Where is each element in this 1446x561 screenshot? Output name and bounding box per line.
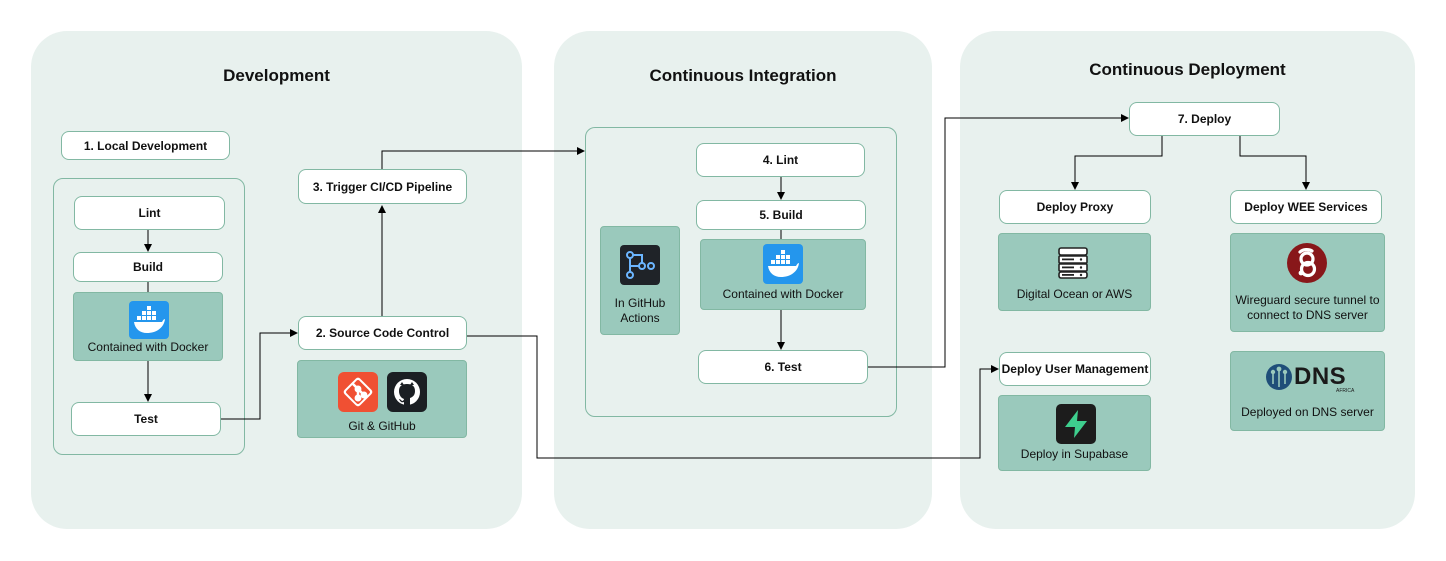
ci-build-box: 5. Build <box>696 200 866 230</box>
wireguard-caption-line1: Wireguard secure tunnel to <box>1235 293 1380 307</box>
arrow-deploy-to-wee-services <box>1239 136 1310 190</box>
dev-lint-box: Lint <box>74 196 225 230</box>
supabase-tile: Deploy in Supabase <box>998 395 1151 471</box>
trigger-pipeline-box: 3. Trigger CI/CD Pipeline <box>298 169 467 204</box>
continuous-deployment-title: Continuous Deployment <box>1089 60 1286 79</box>
ci-docker-caption: Contained with Docker <box>722 287 844 301</box>
deploy-box: 7. Deploy <box>1129 102 1280 136</box>
dev-build-box: Build <box>73 252 223 282</box>
dns-logo-subtext: AFRICA <box>1336 388 1355 394</box>
arrow-test-to-source-control <box>221 329 298 420</box>
arrow-source-control-to-user-management <box>467 335 999 459</box>
dns-logo-text: DNS <box>1294 363 1347 390</box>
ci-lint-box: 4. Lint <box>696 143 865 177</box>
deploy-proxy-box: Deploy Proxy <box>999 190 1151 224</box>
dev-docker-caption: Contained with Docker <box>87 340 209 354</box>
git-icon <box>338 372 378 412</box>
supabase-caption: Deploy in Supabase <box>1020 447 1129 461</box>
arrow-ci-test-to-deploy <box>868 114 1129 368</box>
wireguard-icon <box>1286 242 1328 284</box>
github-actions-caption-line1: In GitHub <box>614 296 666 310</box>
github-actions-caption-line2: Actions <box>620 311 660 325</box>
dns-caption: Deployed on DNS server <box>1241 405 1374 419</box>
local-development-box: 1. Local Development <box>61 131 230 160</box>
docker-icon <box>763 244 803 284</box>
source-code-control-box: 2. Source Code Control <box>298 316 467 350</box>
wireguard-caption-line2: connect to DNS server <box>1247 308 1368 322</box>
ci-test-box: 6. Test <box>698 350 868 384</box>
proxy-tile: Digital Ocean or AWS <box>998 233 1151 311</box>
dns-africa-logo: DNS AFRICA <box>1264 362 1356 394</box>
ci-docker-tile: Contained with Docker <box>700 239 866 310</box>
arrow-trigger-to-ci <box>381 147 585 169</box>
dns-tile: DNS AFRICA Deployed on DNS server <box>1230 351 1385 431</box>
git-github-tile: Git & GitHub <box>297 360 467 438</box>
supabase-icon <box>1056 404 1096 444</box>
dev-docker-tile: Contained with Docker <box>73 292 223 361</box>
continuous-integration-title: Continuous Integration <box>649 66 837 85</box>
proxy-caption: Digital Ocean or AWS <box>1016 287 1133 301</box>
deploy-wee-services-box: Deploy WEE Services <box>1230 190 1382 224</box>
development-title: Development <box>223 66 330 85</box>
deploy-user-management-box: Deploy User Management <box>999 352 1151 386</box>
arrow-deploy-to-proxy <box>1071 136 1163 190</box>
github-actions-tile: In GitHub Actions <box>600 226 680 335</box>
docker-icon <box>129 301 169 339</box>
wireguard-tile: Wireguard secure tunnel to connect to DN… <box>1230 233 1385 332</box>
server-icon <box>1057 246 1089 280</box>
github-actions-icon <box>620 245 660 285</box>
git-github-caption: Git & GitHub <box>348 419 416 433</box>
github-icon <box>387 372 427 412</box>
dev-test-box: Test <box>71 402 221 436</box>
